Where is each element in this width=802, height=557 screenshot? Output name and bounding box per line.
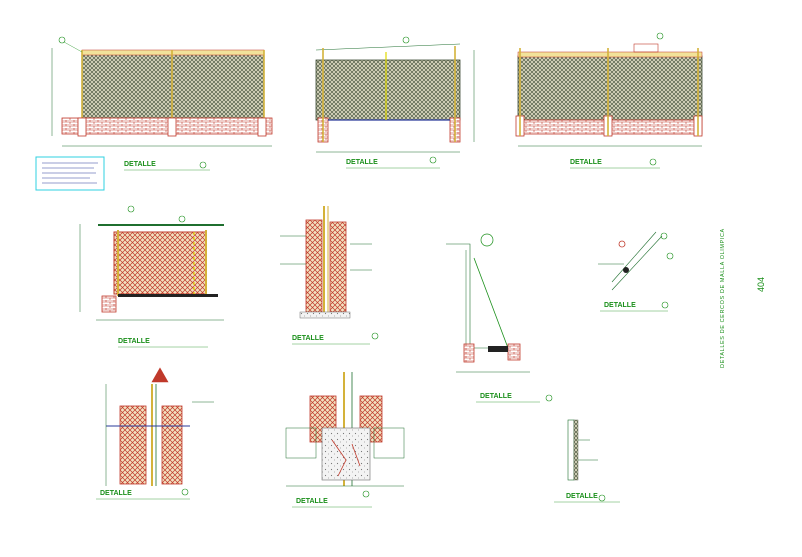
detail-label-9: DETALLE	[296, 498, 328, 505]
sheet-number: 404	[756, 277, 766, 292]
detail-label-5: DETALLE	[292, 335, 324, 342]
detail-label-4: DETALLE	[118, 338, 150, 345]
sheet-title-block: DETALLES DE CERCOS DE MALLA OLIMPICA 404	[720, 228, 766, 368]
post-section-detail: DETALLE	[280, 206, 379, 345]
elevation-2: DETALLE	[315, 36, 475, 169]
detail-label-2: DETALLE	[346, 159, 378, 166]
elevation-3: DETALLE	[515, 32, 703, 169]
detail-label-1: DETALLE	[124, 161, 156, 168]
notes-box	[35, 156, 105, 191]
detail-label-10: DETALLE	[566, 493, 598, 500]
detail-label-8: DETALLE	[100, 490, 132, 497]
detail-label-6: DETALLE	[480, 393, 512, 400]
detail-label-7: DETALLE	[604, 302, 636, 309]
wall-profile-detail: DETALLE	[446, 233, 553, 403]
column-detail-1: DETALLE	[96, 367, 214, 500]
brace-detail: DETALLE	[598, 231, 674, 312]
elevation-1: DETALLE	[51, 36, 273, 171]
column-detail-2: DETALLE	[285, 372, 405, 508]
detail-label-3: DETALLE	[570, 159, 602, 166]
small-section-detail: DETALLE	[554, 419, 620, 503]
gate-panel-detail: DETALLE	[79, 205, 224, 348]
sheet-title: DETALLES DE CERCOS DE MALLA OLIMPICA	[720, 228, 726, 368]
